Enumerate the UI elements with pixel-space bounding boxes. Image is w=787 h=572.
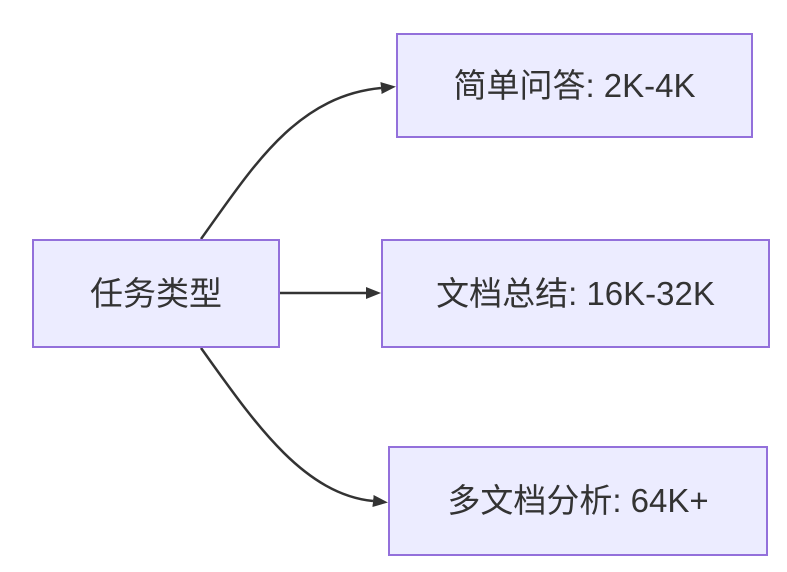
node-task-type: 任务类型 <box>32 239 280 348</box>
edge-task-type-to-multi-doc-analysis <box>199 347 388 507</box>
edge-task-type-to-simple-qa <box>199 82 396 240</box>
node-doc-summary-label: 文档总结: 16K-32K <box>436 274 715 312</box>
node-task-type-label: 任务类型 <box>90 274 222 312</box>
node-multi-doc-analysis-label: 多文档分析: 64K+ <box>447 482 709 520</box>
node-multi-doc-analysis: 多文档分析: 64K+ <box>388 446 768 556</box>
node-doc-summary: 文档总结: 16K-32K <box>381 239 770 348</box>
node-simple-qa-label: 简单问答: 2K-4K <box>453 66 696 104</box>
node-simple-qa: 简单问答: 2K-4K <box>396 33 753 138</box>
